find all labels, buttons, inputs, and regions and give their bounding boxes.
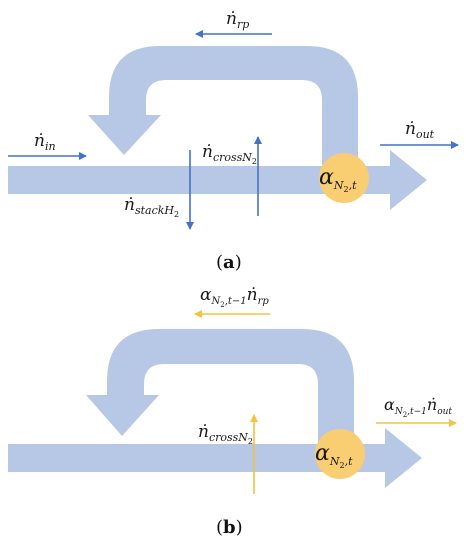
n-stack-label: ṅstackH2 [124,195,179,219]
n-cross-label-b: ṅcrossN2 [198,422,253,446]
mixing-node-b [315,429,365,479]
mixing-node-a [319,153,369,203]
n-rp-label: ṅrp [226,9,249,31]
alpha-label-a: αN2,t [319,165,357,194]
n-in-label: ṅin [34,131,56,153]
recycle-loop-b [86,329,354,446]
recycle-loop-a [88,46,358,168]
alpha-out-label: αN2,t−1ṅout [384,395,452,419]
caption-a: (a) [216,252,242,273]
main-flow-arrow-a [8,150,427,210]
n-cross-label: ṅcrossN2 [202,142,257,166]
panel-a: ṅrp ṅin ṅout ṅcrossN2 ṅstackH2 αN2,t (a) [8,9,459,273]
n-out-label: ṅout [405,119,435,141]
alpha-rp-label: αN2,t−1ṅrp [200,285,269,309]
caption-b: (b) [216,517,243,538]
alpha-label-b: αN2,t [315,441,353,470]
main-flow-arrow-b [8,428,422,488]
panel-b: αN2,t−1ṅrp αN2,t−1ṅout ṅcrossN2 αN2,t (b… [8,285,457,538]
